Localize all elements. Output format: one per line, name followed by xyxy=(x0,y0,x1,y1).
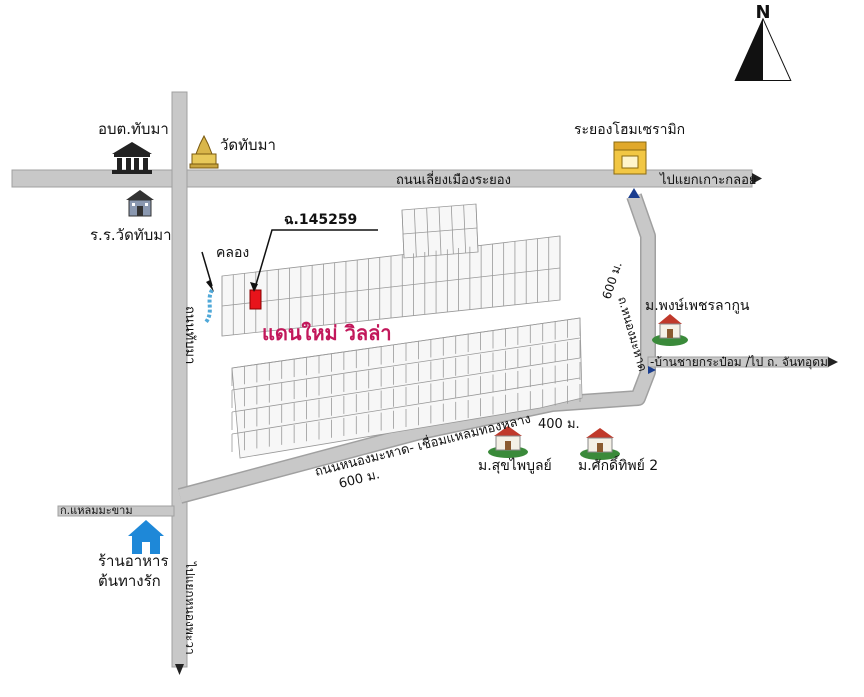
canal-arrow-icon xyxy=(206,280,214,292)
roads xyxy=(11,91,838,675)
compass-label: N xyxy=(755,2,770,23)
restaurant-house-icon xyxy=(128,520,164,554)
deed-pointer xyxy=(254,229,378,289)
label-road-left-vertical: ถนนทับมา xyxy=(182,306,197,364)
label-road-left-bottom: ไปแยกหนองพะวา xyxy=(183,561,197,655)
label-canal: คลอง xyxy=(216,245,249,261)
label-road-main-top: ถนนเลี่ยงเมืองระยอง xyxy=(396,171,511,188)
label-village-2: ม.สุขไพบูลย์ xyxy=(478,457,552,474)
arrow-right-icon xyxy=(752,173,762,184)
label-village-3: ม.ศักดิ์ทิพย์ 2 xyxy=(578,455,658,474)
highlighted-plot xyxy=(249,289,262,310)
marker-triangle-icon xyxy=(648,366,656,374)
arrow-down-icon xyxy=(175,664,184,675)
village-house-icon xyxy=(488,426,528,458)
plot-grid xyxy=(221,203,583,459)
village-house-icon xyxy=(580,428,620,460)
label-restaurant-line1: ร้านอาหาร xyxy=(98,552,169,570)
label-ceramic-store: ระยองโฮมเซรามิก xyxy=(574,121,685,138)
road-left-branch xyxy=(57,505,175,517)
label-distance-diagonal-upper: 400 ม. xyxy=(538,417,580,432)
label-temple: วัดทับมา xyxy=(220,136,276,154)
canal-water xyxy=(204,288,214,324)
government-building-icon xyxy=(112,142,152,174)
label-road-main-top-arrow: ไปแยกเกาะกลอย xyxy=(659,172,757,188)
arrow-right-branch-icon xyxy=(828,357,838,367)
village-house-icon xyxy=(652,314,688,346)
school-icon xyxy=(126,190,154,217)
label-project: แดนใหม่ วิลล่า xyxy=(262,321,392,345)
label-road-right-branch: -บ้านชายกระป๋อม /ไป ถ. จันทอุดม xyxy=(650,355,828,370)
label-deed: ฉ.145259 xyxy=(284,212,357,228)
deed-arrow-icon xyxy=(250,282,258,292)
label-restaurant-line2: ต้นทางรัก xyxy=(98,572,161,590)
arrow-up-icon xyxy=(628,188,640,198)
label-village-1: ม.พงษ์เพชรลากูน xyxy=(645,297,750,314)
label-distance-right: 600 ม. xyxy=(600,260,625,301)
north-compass-icon: N xyxy=(734,2,792,81)
store-icon xyxy=(613,141,647,175)
label-school: ร.ร.วัดทับมา xyxy=(90,226,172,244)
label-district-office: อบต.ทับมา xyxy=(98,120,169,138)
canal xyxy=(201,251,214,324)
label-road-left-branch: ก.แหลมมะขาม xyxy=(60,504,133,517)
temple-icon xyxy=(189,134,219,169)
